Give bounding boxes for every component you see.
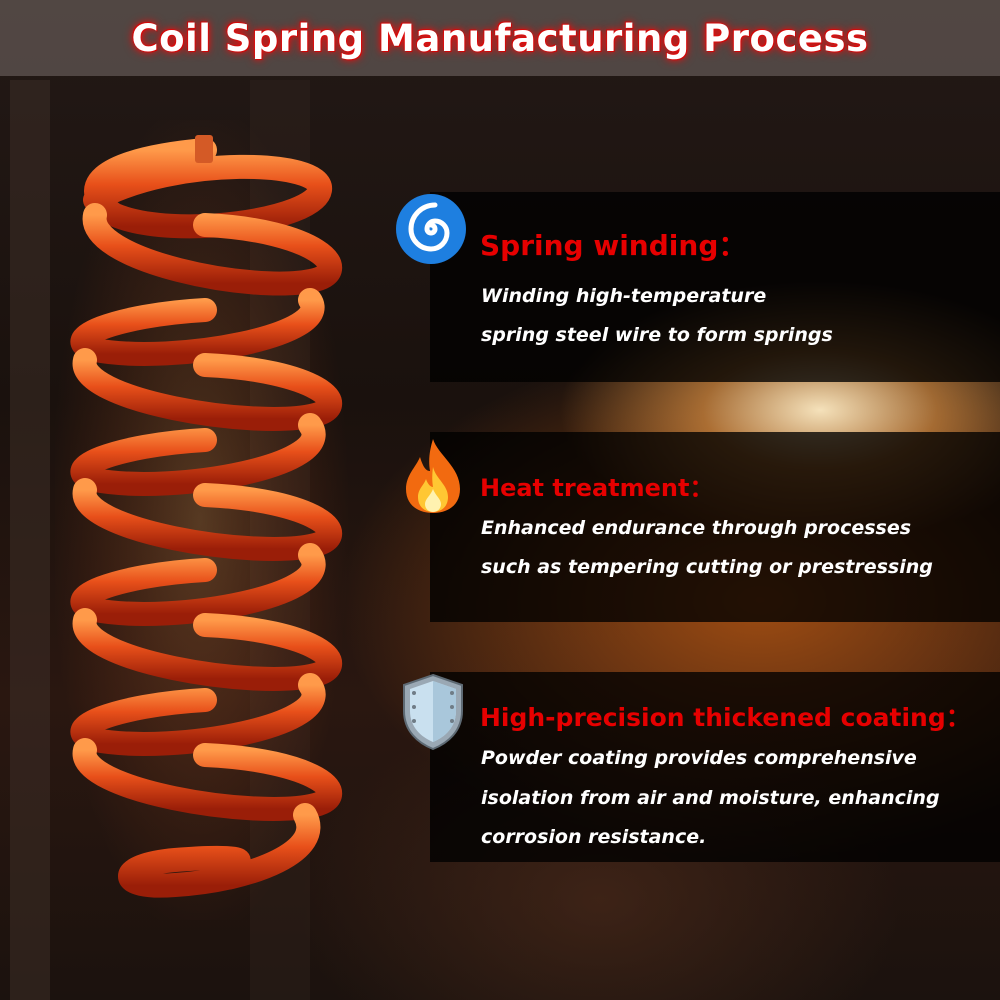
section-text: Powder coating provides comprehensive xyxy=(481,747,917,769)
coating-panel xyxy=(430,672,1000,862)
section-text: corrosion resistance. xyxy=(481,826,707,848)
title-bar: Coil Spring Manufacturing Process xyxy=(0,0,1000,76)
background-pillar xyxy=(10,80,50,1000)
spiral-icon xyxy=(396,194,466,264)
section-text: Winding high-temperature xyxy=(481,285,767,307)
section-heading: High-precision thickened coating： xyxy=(480,703,971,732)
shield-icon xyxy=(403,673,463,751)
section-heading: Heat treatment： xyxy=(480,474,714,502)
flame-icon xyxy=(406,439,460,513)
heat-treatment-panel xyxy=(430,432,1000,622)
coil-spring-image xyxy=(55,120,350,920)
section-text: spring steel wire to form springs xyxy=(481,324,833,346)
section-text: such as tempering cutting or prestressin… xyxy=(481,556,933,578)
section-text: Enhanced endurance through processes xyxy=(481,517,912,539)
section-text: isolation from air and moisture, enhanci… xyxy=(481,787,940,809)
section-heading: Spring winding： xyxy=(480,229,747,262)
spring-winding-panel xyxy=(430,192,1000,382)
page-title: Coil Spring Manufacturing Process xyxy=(131,16,869,60)
